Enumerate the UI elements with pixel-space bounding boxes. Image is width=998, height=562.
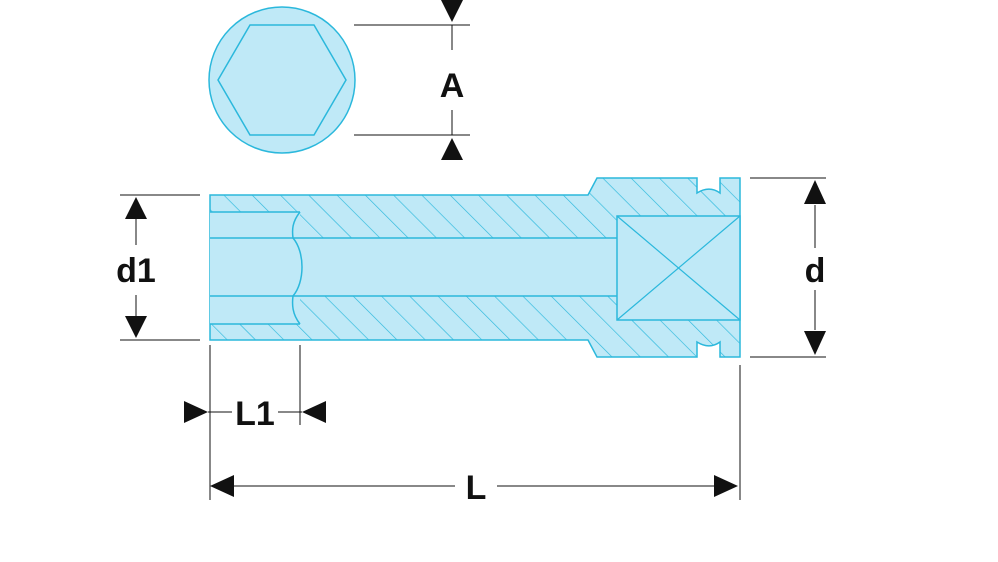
- arrow-d-bottom: [804, 331, 826, 355]
- hex-bore-end-curve: [291, 211, 303, 325]
- dimension-L: L: [210, 365, 741, 507]
- dimension-L1: L1: [184, 345, 326, 500]
- dimension-d1: d1: [116, 194, 200, 341]
- arrow-d1-top: [125, 197, 147, 219]
- label-d1: d1: [116, 252, 156, 290]
- dimension-A: A: [354, 0, 470, 160]
- label-d: d: [805, 252, 826, 290]
- label-A: A: [440, 67, 465, 105]
- arrow-A-top: [441, 0, 463, 22]
- dimension-d: d: [750, 177, 826, 358]
- section-hatching: [210, 178, 740, 357]
- arrow-L-left: [210, 475, 234, 497]
- label-L: L: [466, 469, 487, 507]
- arrow-L1-left: [184, 401, 208, 423]
- arrow-L-right: [714, 475, 738, 497]
- arrow-d-top: [804, 180, 826, 204]
- arrow-L1-right: [302, 401, 326, 423]
- arrow-A-bottom: [441, 138, 463, 160]
- end-view: [208, 6, 356, 154]
- side-section-view: [209, 177, 741, 358]
- square-drive-diagonal-2: [616, 215, 741, 321]
- hexagon-socket: [217, 24, 347, 136]
- arrow-d1-bottom: [125, 316, 147, 338]
- square-drive: [616, 215, 741, 321]
- label-L1: L1: [235, 395, 275, 433]
